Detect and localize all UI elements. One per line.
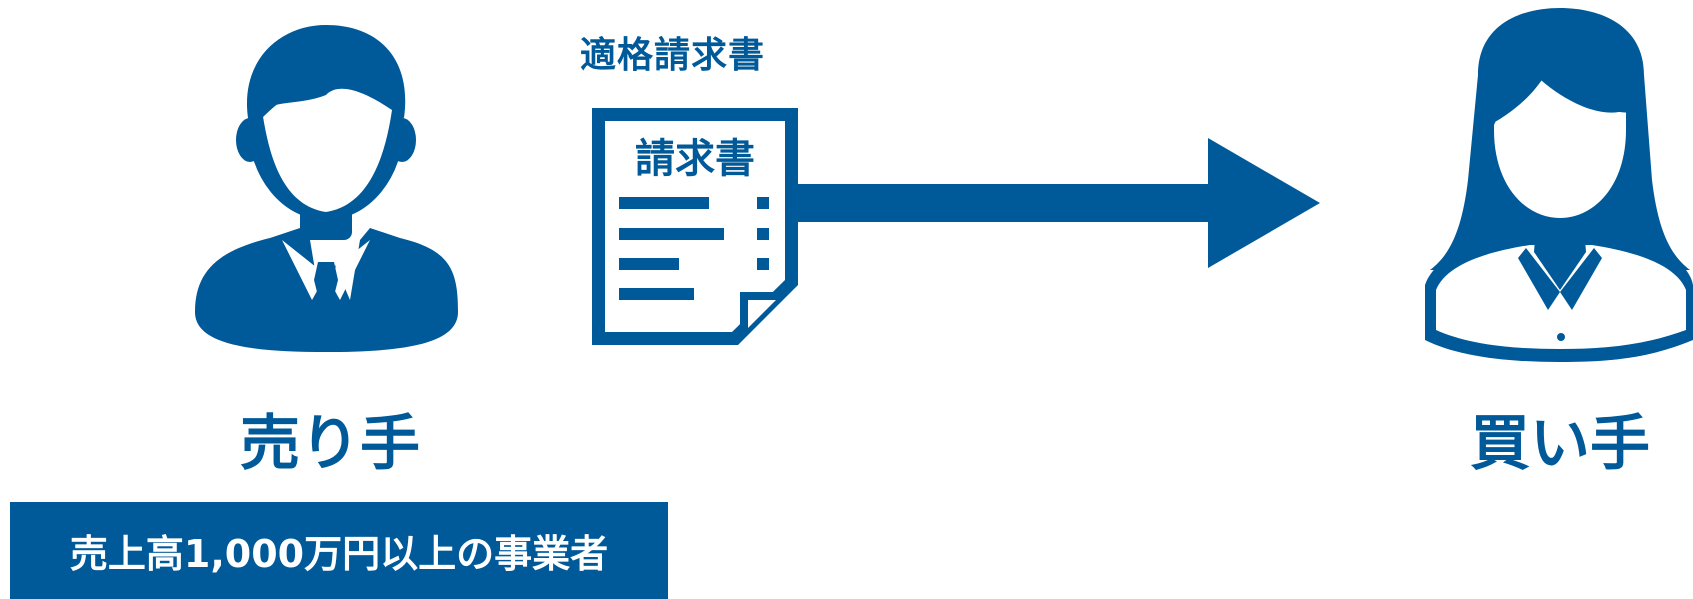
male-person-icon [195, 25, 458, 352]
invoice-document-icon: 請求書 [592, 108, 798, 345]
seller-condition-text: 売上高1,000万円以上の事業者 [69, 532, 609, 576]
right-arrow-icon [798, 138, 1320, 268]
document-inner-title: 請求書 [635, 136, 755, 182]
seller-label: 売り手 [240, 409, 420, 479]
buyer-label: 買い手 [1470, 409, 1650, 479]
document-caption: 適格請求書 [580, 35, 766, 76]
female-person-icon [1425, 8, 1693, 362]
seller-condition-badge: 売上高1,000万円以上の事業者 [10, 502, 668, 599]
